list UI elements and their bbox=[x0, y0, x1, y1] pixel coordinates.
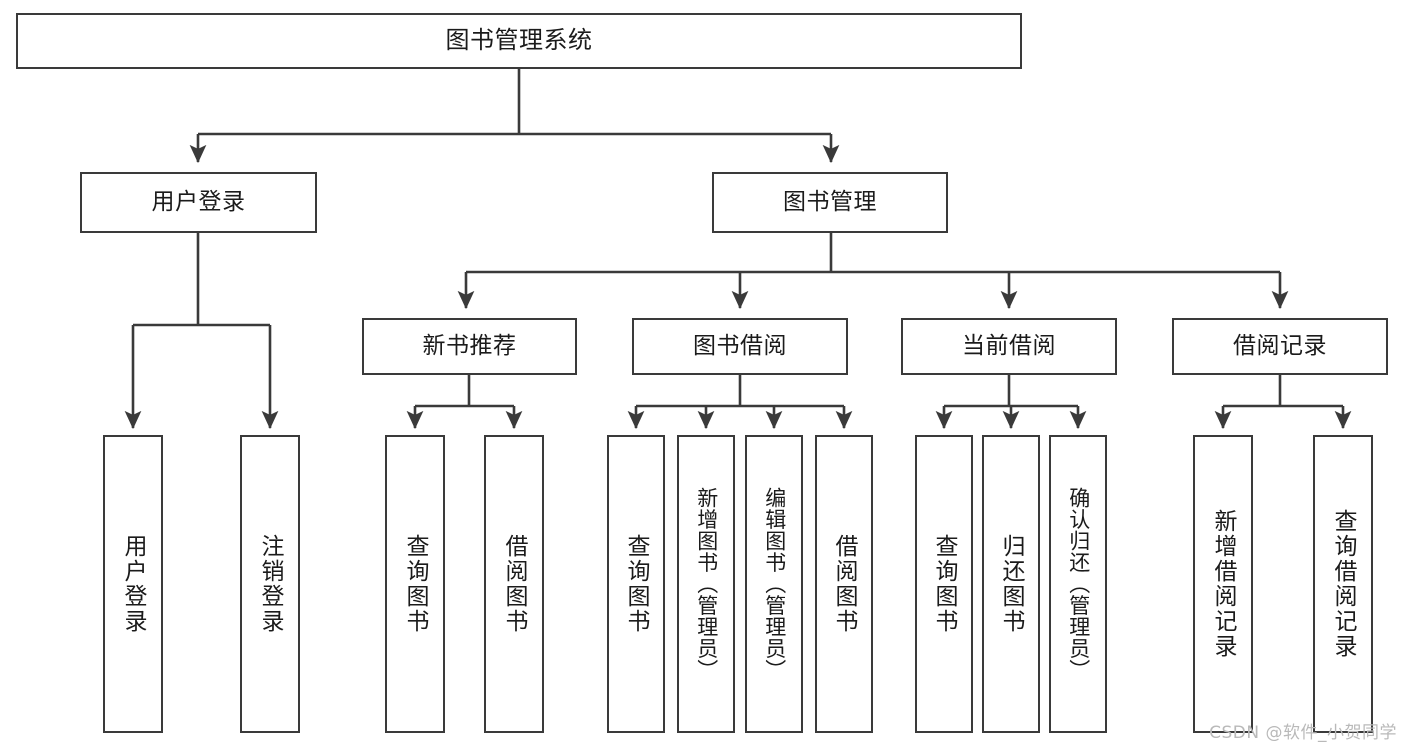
node-label: 查询借阅记录 bbox=[1330, 509, 1357, 659]
node-leaf-query-book-current[interactable]: 查询图书 bbox=[915, 435, 973, 733]
node-label: 图书管理 bbox=[783, 189, 877, 216]
node-label: 用户登录 bbox=[120, 534, 147, 634]
node-label: 查询图书 bbox=[623, 534, 650, 634]
node-label: 借阅图书 bbox=[831, 534, 858, 634]
node-leaf-confirm-return[interactable]: 确认归还（管理员） bbox=[1049, 435, 1107, 733]
node-label: 借阅记录 bbox=[1233, 333, 1327, 360]
node-leaf-user-logout[interactable]: 注销登录 bbox=[240, 435, 300, 733]
node-label: 用户登录 bbox=[151, 189, 246, 216]
node-label: 图书管理系统 bbox=[445, 26, 593, 55]
node-current-borrow[interactable]: 当前借阅 bbox=[901, 318, 1117, 375]
node-leaf-return-book[interactable]: 归还图书 bbox=[982, 435, 1040, 733]
node-book-manage[interactable]: 图书管理 bbox=[712, 172, 948, 233]
node-label: 归还图书 bbox=[998, 534, 1025, 634]
node-label: 借阅图书 bbox=[501, 534, 528, 634]
node-label: 编辑图书（管理员） bbox=[762, 487, 787, 681]
node-book-borrow[interactable]: 图书借阅 bbox=[632, 318, 848, 375]
node-label: 图书借阅 bbox=[693, 333, 787, 360]
node-leaf-borrow-book-borrow[interactable]: 借阅图书 bbox=[815, 435, 873, 733]
node-leaf-borrow-book-recommend[interactable]: 借阅图书 bbox=[484, 435, 544, 733]
node-label: 查询图书 bbox=[931, 534, 958, 634]
node-leaf-edit-book[interactable]: 编辑图书（管理员） bbox=[745, 435, 803, 733]
node-leaf-user-login[interactable]: 用户登录 bbox=[103, 435, 163, 733]
node-user-login[interactable]: 用户登录 bbox=[80, 172, 317, 233]
csdn-watermark: CSDN @软件_小贺同学 bbox=[1209, 723, 1397, 743]
node-leaf-query-book-borrow[interactable]: 查询图书 bbox=[607, 435, 665, 733]
node-label: 当前借阅 bbox=[962, 333, 1056, 360]
node-leaf-add-borrow-record[interactable]: 新增借阅记录 bbox=[1193, 435, 1253, 733]
node-label: 确认归还（管理员） bbox=[1066, 487, 1091, 681]
node-borrow-record[interactable]: 借阅记录 bbox=[1172, 318, 1388, 375]
node-leaf-add-book[interactable]: 新增图书（管理员） bbox=[677, 435, 735, 733]
node-label: 注销登录 bbox=[257, 534, 284, 634]
node-root-book-management-system[interactable]: 图书管理系统 bbox=[16, 13, 1022, 69]
node-new-book-recommend[interactable]: 新书推荐 bbox=[362, 318, 577, 375]
node-leaf-query-book-recommend[interactable]: 查询图书 bbox=[385, 435, 445, 733]
node-label: 新增图书（管理员） bbox=[694, 487, 719, 681]
node-leaf-query-borrow-record[interactable]: 查询借阅记录 bbox=[1313, 435, 1373, 733]
node-label: 查询图书 bbox=[402, 534, 429, 634]
node-label: 新书推荐 bbox=[422, 333, 517, 360]
node-label: 新增借阅记录 bbox=[1210, 509, 1237, 659]
